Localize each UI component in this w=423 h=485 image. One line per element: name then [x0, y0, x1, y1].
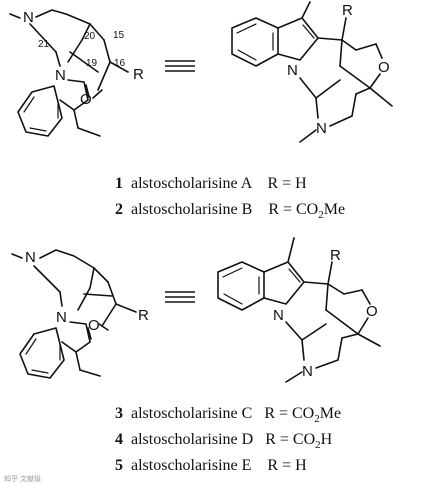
caption-compound-1: 1 alstoscholarisine A R = H [115, 175, 307, 192]
caption-compound-3: 3 alstoscholarisine C R = CO2Me [115, 405, 341, 425]
atom-o-top-left: O [80, 91, 92, 108]
atom-r-top-left: R [133, 66, 144, 83]
caption-group-top: 1 alstoscholarisine A R = H 2 alstoschol… [115, 175, 345, 221]
label-c15: 15 [113, 30, 125, 41]
watermark: 知乎 文献级 [4, 474, 41, 483]
atom-n-bottom-left: N [25, 249, 36, 266]
label-c20: 20 [84, 31, 96, 42]
equivalence-sign-top [165, 60, 195, 72]
caption-compound-2: 2 alstoscholarisine B R = CO2Me [115, 201, 345, 221]
structure-top-right: N R O N [231, 1, 393, 143]
atom-n-bridge-top-right: N [316, 120, 327, 137]
atom-n-top-left: N [23, 9, 34, 26]
label-c21: 21 [38, 39, 50, 50]
caption-group-bottom: 3 alstoscholarisine C R = CO2Me 4 alstos… [115, 405, 341, 474]
structure-top-left: N 21 20 15 19 16 R N O [9, 9, 144, 137]
atom-n-indole-top-right: N [287, 62, 298, 79]
atom-r-bottom-left: R [138, 307, 149, 324]
structure-bottom-left: N R N O [11, 249, 149, 379]
atom-r-bottom-right: R [330, 247, 341, 264]
caption-compound-4: 4 alstoscholarisine D R = CO2H [115, 431, 333, 451]
atom-o-bottom-left: O [88, 317, 100, 334]
equivalence-sign-bottom [165, 291, 195, 303]
atom-o-bottom-right: O [366, 303, 378, 320]
atom-n-bridge-bottom-right: N [302, 363, 313, 380]
structure-bottom-right: N R O N [217, 237, 381, 383]
atom-n-indole-bottom-right: N [273, 307, 284, 324]
atom-n-indole-top-left: N [55, 67, 66, 84]
label-c16: 16 [114, 58, 126, 69]
label-c19: 19 [86, 58, 98, 69]
atom-o-top-right: O [378, 59, 390, 76]
atom-r-top-right: R [342, 2, 353, 19]
caption-compound-5: 5 alstoscholarisine E R = H [115, 457, 307, 474]
atom-n-indole-bottom-left: N [56, 309, 67, 326]
